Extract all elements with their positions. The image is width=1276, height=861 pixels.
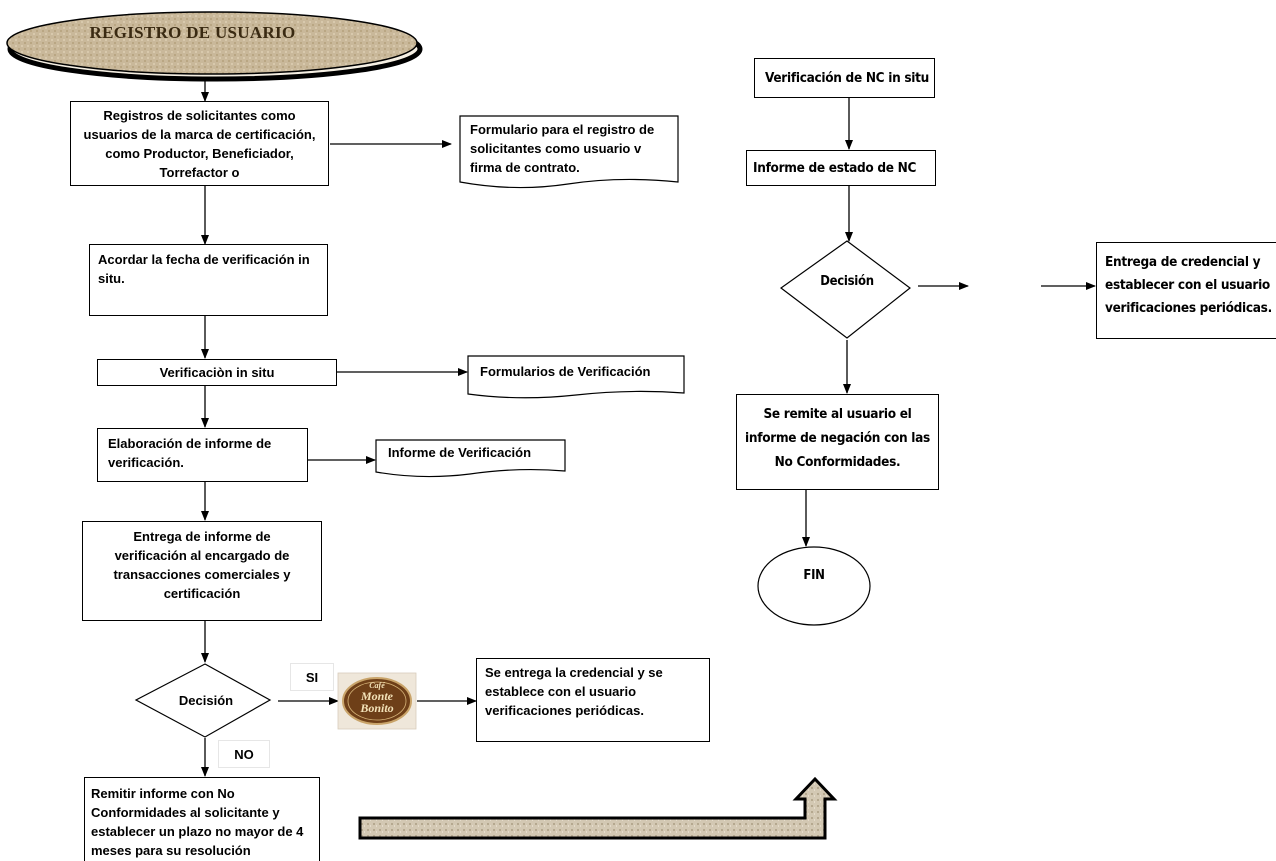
end-label: FIN <box>784 566 844 585</box>
step-entrega-credencial: Entrega de credencial y establecer con e… <box>1096 242 1276 339</box>
step-elaboracion: Elaboración de informe de verificación. <box>97 428 308 482</box>
step-negacion: Se remite al usuario el informe de negac… <box>736 394 939 490</box>
step-registro: Registros de solicitantes como usuarios … <box>70 101 329 186</box>
step-informe-nc: Informe de estado de NC <box>746 150 936 186</box>
doc-formulario-registro: Formulario para el registro de solicitan… <box>470 120 675 177</box>
label-no-text: NO <box>234 746 254 762</box>
document-shape <box>467 355 685 399</box>
return-arrow <box>358 776 838 840</box>
step-remitir-text: Remitir informe con No Conformidades al … <box>91 786 304 858</box>
step-credencial: Se entrega la credencial y se establece … <box>476 658 710 742</box>
step-negacion-text: Se remite al usuario el informe de negac… <box>745 406 930 470</box>
label-no: NO <box>218 740 270 768</box>
logo-line2: Monte <box>360 689 393 703</box>
diagram-title: REGISTRO DE USUARIO <box>0 0 440 90</box>
title-ellipse-fill <box>6 11 418 75</box>
step-acordar-text: Acordar la fecha de verificación in situ… <box>98 252 310 286</box>
step-remitir: Remitir informe con No Conformidades al … <box>84 777 320 861</box>
logo-text: Café Monte Bonito <box>347 681 407 721</box>
document-shape <box>375 439 566 478</box>
step-verificacion-nc: Verificación de NC in situ <box>754 58 935 98</box>
doc-informe-verificacion-text: Informe de Verificación <box>388 445 532 460</box>
decision-right-label: Decisión <box>802 272 892 291</box>
doc-formularios-verificacion-text: Formularios de Verificación <box>480 364 651 379</box>
doc-formulario-registro-text: Formulario para el registro de solicitan… <box>470 122 655 175</box>
end-terminator <box>757 546 871 626</box>
document-shape <box>459 115 679 189</box>
step-verificacion-text: Verificaciòn in situ <box>159 365 275 380</box>
step-verificacion-nc-text: Verificación de NC in situ <box>765 70 930 86</box>
title-text: REGISTRO DE USUARIO <box>89 23 296 42</box>
step-elaboracion-text: Elaboración de informe de verificación. <box>108 436 272 470</box>
decision-left-label: Decisión <box>160 691 252 710</box>
decision-right-text: Decisión <box>820 274 874 289</box>
decision-diamond-right <box>779 240 911 339</box>
step-entrega-informe: Entrega de informe de verificación al en… <box>82 521 322 621</box>
step-acordar: Acordar la fecha de verificación in situ… <box>89 244 328 316</box>
logo-line3: Bonito <box>360 701 394 715</box>
monte-bonito-logo <box>337 672 417 730</box>
step-informe-nc-text: Informe de estado de NC <box>753 160 917 176</box>
step-entrega-informe-text: Entrega de informe de verificación al en… <box>113 529 291 601</box>
step-verificacion: Verificaciòn in situ <box>97 359 337 386</box>
decision-diamond-left <box>134 663 272 738</box>
logo-line1: Café <box>369 681 385 690</box>
step-registro-text: Registros de solicitantes como usuarios … <box>83 108 316 180</box>
doc-informe-verificacion: Informe de Verificación <box>388 443 563 462</box>
step-entrega-credencial-text: Entrega de credencial y establecer con e… <box>1105 254 1272 316</box>
doc-formularios-verificacion: Formularios de Verificación <box>480 362 680 381</box>
end-label-text: FIN <box>803 568 825 583</box>
label-si: SI <box>290 663 334 691</box>
label-si-text: SI <box>305 669 319 685</box>
step-credencial-text: Se entrega la credencial y se establece … <box>485 665 663 718</box>
decision-left-text: Decisión <box>178 693 234 708</box>
